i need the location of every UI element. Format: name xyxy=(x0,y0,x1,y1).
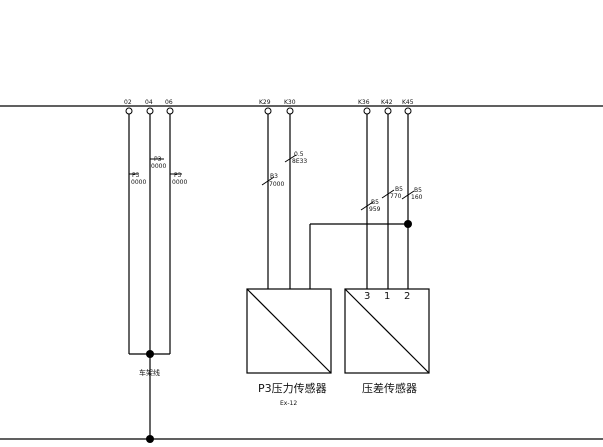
junction-dot xyxy=(146,350,154,358)
svg-text:B5: B5 xyxy=(414,187,422,194)
terminal-node xyxy=(404,107,412,115)
svg-text:0000: 0000 xyxy=(151,163,166,170)
p3-sensor-label: P3压力传感器 xyxy=(258,382,327,395)
terminal-label: K29 xyxy=(259,99,271,106)
diff-sensor-label: 压差传感器 xyxy=(362,381,417,395)
svg-text:0000: 0000 xyxy=(172,179,187,186)
left-terminal-group: 02 04 06 P3 0000 P3 0000 P3 0000 车架线 xyxy=(124,99,187,443)
svg-text:B5: B5 xyxy=(371,199,379,206)
svg-text:160: 160 xyxy=(411,194,423,201)
wire-tag: 0.5 8E33 xyxy=(284,151,307,165)
frame-ground-label: 车架线 xyxy=(139,368,160,377)
sensor-pin-label: 2 xyxy=(404,291,410,302)
terminal-label: K36 xyxy=(358,99,370,106)
sensor-pin-label: 1 xyxy=(384,291,390,302)
svg-text:P3: P3 xyxy=(132,172,140,179)
terminal-node xyxy=(146,107,154,115)
svg-text:P3: P3 xyxy=(174,172,182,179)
svg-text:P3: P3 xyxy=(154,156,162,163)
terminal-node xyxy=(286,107,294,115)
terminal-node xyxy=(264,107,272,115)
svg-text:8E33: 8E33 xyxy=(292,158,307,165)
terminal-node xyxy=(363,107,371,115)
svg-text:0.5: 0.5 xyxy=(294,151,304,158)
terminal-label: 04 xyxy=(145,99,153,106)
sensor-pin-label: 3 xyxy=(364,291,370,302)
p3-sensor-sublabel: Ex-12 xyxy=(280,400,297,407)
wire-tag: B5 160 xyxy=(401,187,423,201)
terminal-label: K42 xyxy=(381,99,393,106)
p3-sensor-group: K29 K30 B3 7000 0.5 8E33 P3压力传感器 Ex-12 xyxy=(246,99,332,407)
junction-dot xyxy=(146,435,154,443)
terminal-label: 06 xyxy=(165,99,173,106)
terminal-label: K45 xyxy=(402,99,414,106)
svg-text:B3: B3 xyxy=(270,173,278,180)
terminal-node xyxy=(384,107,392,115)
svg-text:0000: 0000 xyxy=(131,179,146,186)
svg-text:770: 770 xyxy=(390,193,402,200)
wire-tag: B5 959 xyxy=(360,199,381,213)
wire-tag: P3 0000 xyxy=(129,172,146,186)
terminal-label: K30 xyxy=(284,99,296,106)
svg-text:B5: B5 xyxy=(395,186,403,193)
svg-text:959: 959 xyxy=(369,206,381,213)
terminal-label: 02 xyxy=(124,99,132,106)
wire-tag: B3 7000 xyxy=(261,173,284,188)
svg-text:7000: 7000 xyxy=(269,181,284,188)
terminal-node xyxy=(125,107,133,115)
wire-tag: P3 0000 xyxy=(150,156,166,170)
cross-link-wire xyxy=(309,220,412,289)
wire-tag: B5 770 xyxy=(381,186,403,200)
wire-tag: P3 0000 xyxy=(170,172,187,186)
terminal-node xyxy=(166,107,174,115)
diff-sensor-group: K36 K42 K45 B5 959 B5 770 B5 160 3 1 2 xyxy=(344,99,430,395)
